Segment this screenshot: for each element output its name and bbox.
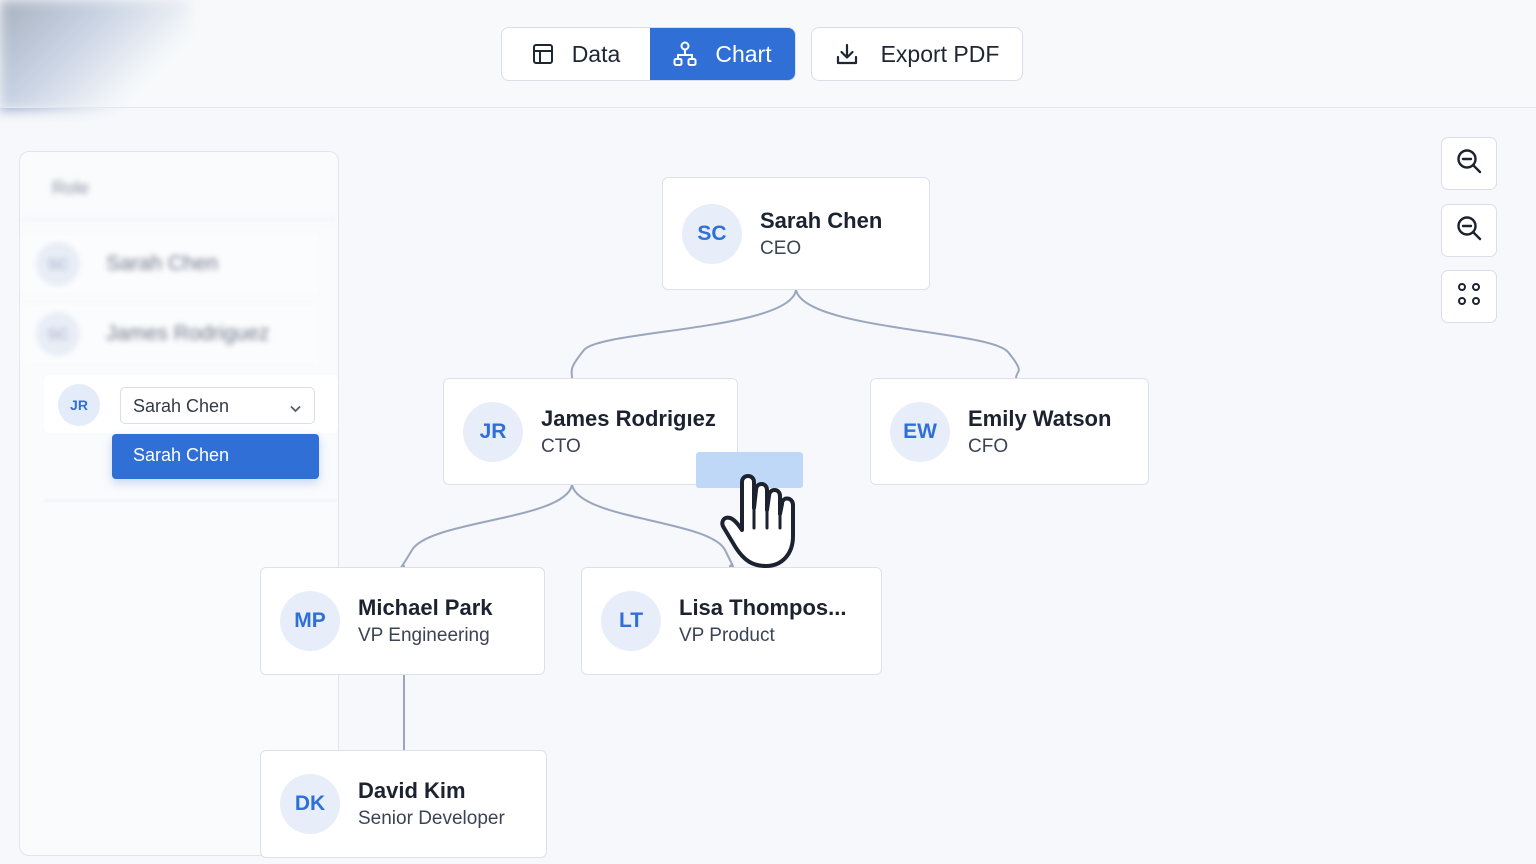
- avatar: EW: [890, 401, 950, 462]
- org-node-cfo[interactable]: EW Emily Watson CFO: [870, 378, 1149, 485]
- chevron-down-icon: [289, 399, 302, 420]
- node-name: Emily Watson: [968, 405, 1112, 431]
- node-name: Sarah Chen: [760, 207, 883, 233]
- fit-view-icon: [1455, 280, 1483, 313]
- dropdown-option-highlighted[interactable]: Sarah Chen: [112, 434, 319, 479]
- org-node-ceo[interactable]: SC Sarah Chen CEO: [662, 177, 930, 290]
- avatar: SC: [36, 312, 80, 356]
- connector-ceo-cfo: [795, 289, 1020, 379]
- avatar: JR: [463, 401, 523, 462]
- org-node-vp-product[interactable]: LT Lisa Thompos... VP Product: [581, 567, 882, 675]
- side-panel-header: Role: [20, 152, 338, 220]
- data-view-label: Data: [571, 40, 621, 67]
- node-name: Lisa Thompos...: [679, 595, 847, 620]
- org-node-cto[interactable]: JR James Rodrigıez CTO: [443, 378, 738, 485]
- node-role: VP Engineering: [358, 625, 490, 646]
- list-item[interactable]: SC James Rodriguez: [22, 305, 318, 363]
- zoom-out-icon: [1455, 214, 1483, 247]
- node-role: CFO: [968, 435, 1009, 457]
- org-node-senior-developer[interactable]: DK David Kim Senior Developer: [260, 750, 547, 858]
- connector-cto-vpp: [571, 484, 735, 569]
- node-role: CTO: [541, 435, 581, 457]
- avatar: JR: [58, 384, 100, 426]
- zoom-out-button[interactable]: [1441, 204, 1497, 257]
- avatar: MP: [280, 591, 340, 651]
- view-toggle: Data Chart: [501, 27, 796, 81]
- export-pdf-button[interactable]: Export PDF: [811, 27, 1023, 81]
- download-icon: [835, 42, 859, 66]
- connector-cto-vpe: [400, 484, 573, 569]
- avatar: SC: [682, 203, 742, 264]
- node-role: VP Product: [679, 625, 775, 646]
- divider: [44, 500, 338, 501]
- list-item-name: James Rodriguez: [106, 322, 270, 345]
- chart-view-button[interactable]: Chart: [649, 28, 795, 80]
- top-toolbar: Data Chart Export PDF: [0, 0, 1536, 108]
- node-role: CEO: [760, 237, 802, 259]
- org-chart-icon: [673, 41, 697, 67]
- connector-ceo-cto: [570, 289, 797, 379]
- node-name: David Kim: [358, 778, 466, 803]
- fit-view-button[interactable]: [1441, 270, 1497, 323]
- zoom-in-button[interactable]: [1441, 137, 1497, 190]
- node-name: James Rodrigıez: [541, 405, 716, 431]
- chart-view-label: Chart: [715, 40, 772, 67]
- node-role: Senior Developer: [358, 808, 505, 829]
- org-node-vp-engineering[interactable]: MP Michael Park VP Engineering: [260, 567, 545, 675]
- zoom-in-icon: [1455, 147, 1483, 180]
- avatar: SC: [36, 242, 80, 286]
- table-icon: [532, 43, 554, 65]
- manager-select-value: Sarah Chen: [133, 396, 230, 416]
- export-pdf-label: Export PDF: [880, 40, 1000, 67]
- hand-pointer-icon: [714, 468, 814, 577]
- manager-select[interactable]: Sarah Chen: [120, 387, 315, 424]
- avatar: LT: [601, 591, 661, 651]
- avatar: DK: [280, 774, 340, 834]
- list-item-name: Sarah Chen: [106, 252, 219, 275]
- list-item[interactable]: SC Sarah Chen: [22, 235, 318, 293]
- data-view-button[interactable]: Data: [502, 28, 650, 80]
- node-name: Michael Park: [358, 595, 493, 620]
